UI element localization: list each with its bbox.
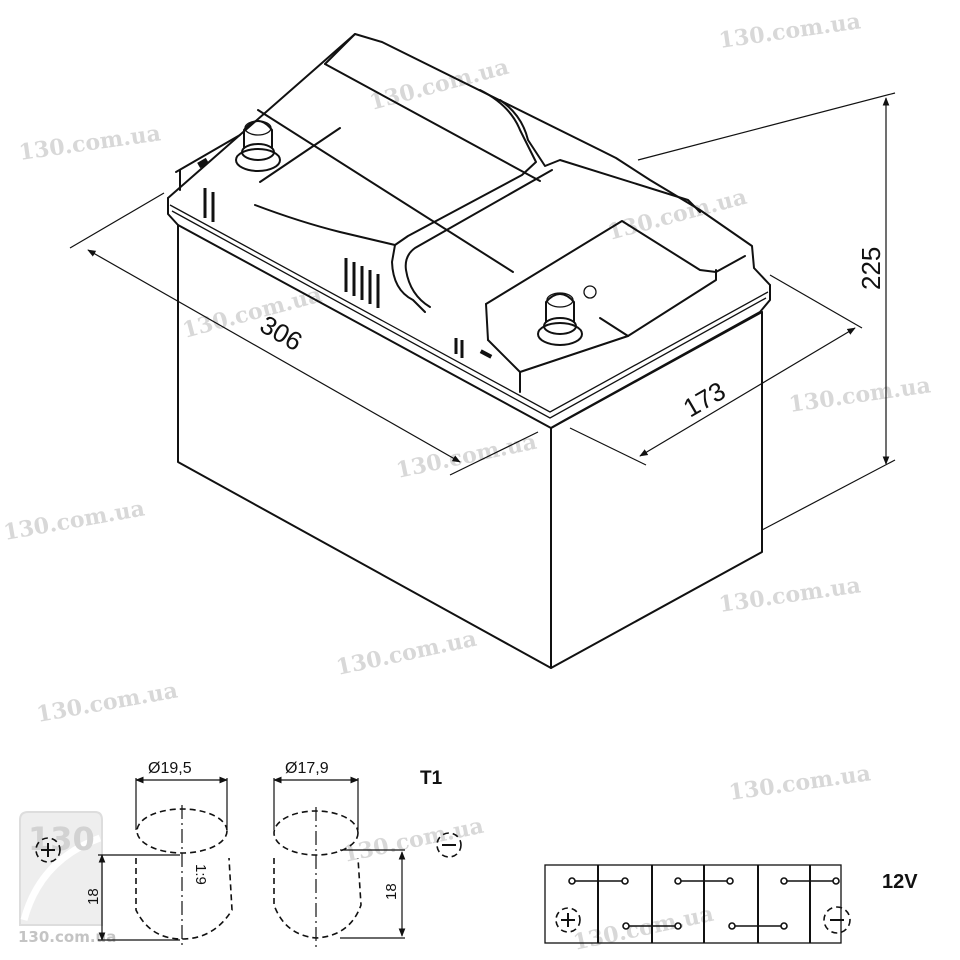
negative-post <box>537 285 597 346</box>
height-value: 225 <box>856 247 886 290</box>
negative-height-label: 18 <box>383 883 400 900</box>
watermark-text: 130.com.ua <box>17 120 162 166</box>
watermark-text: 130.com.ua <box>334 626 479 681</box>
watermark-text: 130.com.ua <box>727 760 872 806</box>
watermarks: 130.com.ua 130.com.ua 130.com.ua 130.com… <box>2 8 933 956</box>
dimension-width: 173 <box>569 274 863 466</box>
negative-terminal-detail: Ø17,9 18 <box>273 760 462 948</box>
width-value: 173 <box>678 376 731 424</box>
negative-diameter-label: Ø17,9 <box>285 760 329 777</box>
positive-height-label: 18 <box>85 888 102 905</box>
watermark-text: 130.com.ua <box>717 572 862 618</box>
logo-caption: 130.com.ua <box>18 928 116 946</box>
watermark-text: 130.com.ua <box>341 813 486 868</box>
watermark-text: 130.com.ua <box>367 54 512 116</box>
watermark-text: 130.com.ua <box>2 495 147 545</box>
dimension-height: 225 <box>637 92 896 531</box>
dimension-length: 306 <box>69 192 539 476</box>
brand-logo: 130 130.com.ua <box>18 811 116 946</box>
positive-terminal-detail: Ø19,5 18 1:9 <box>35 760 233 948</box>
watermark-text: 130.com.ua <box>35 677 180 727</box>
watermark-text: 130.com.ua <box>787 372 932 418</box>
terminal-type-label: T1 <box>420 768 443 789</box>
battery-body <box>167 33 771 669</box>
positive-diameter-label: Ø19,5 <box>148 760 192 777</box>
plus-circle-icon <box>555 907 581 933</box>
watermark-text: 130.com.ua <box>605 184 750 246</box>
voltage-label: 12V <box>882 871 918 893</box>
plus-circle-icon <box>35 837 61 863</box>
cell-layout-diagram <box>544 864 851 944</box>
watermark-text: 130.com.ua <box>571 901 716 956</box>
minus-circle-icon <box>823 906 851 934</box>
taper-label: 1:9 <box>192 864 209 885</box>
logo-number: 130 <box>28 820 95 858</box>
positive-post <box>235 120 281 172</box>
minus-circle-icon <box>436 832 462 858</box>
watermark-text: 130.com.ua <box>717 8 862 54</box>
